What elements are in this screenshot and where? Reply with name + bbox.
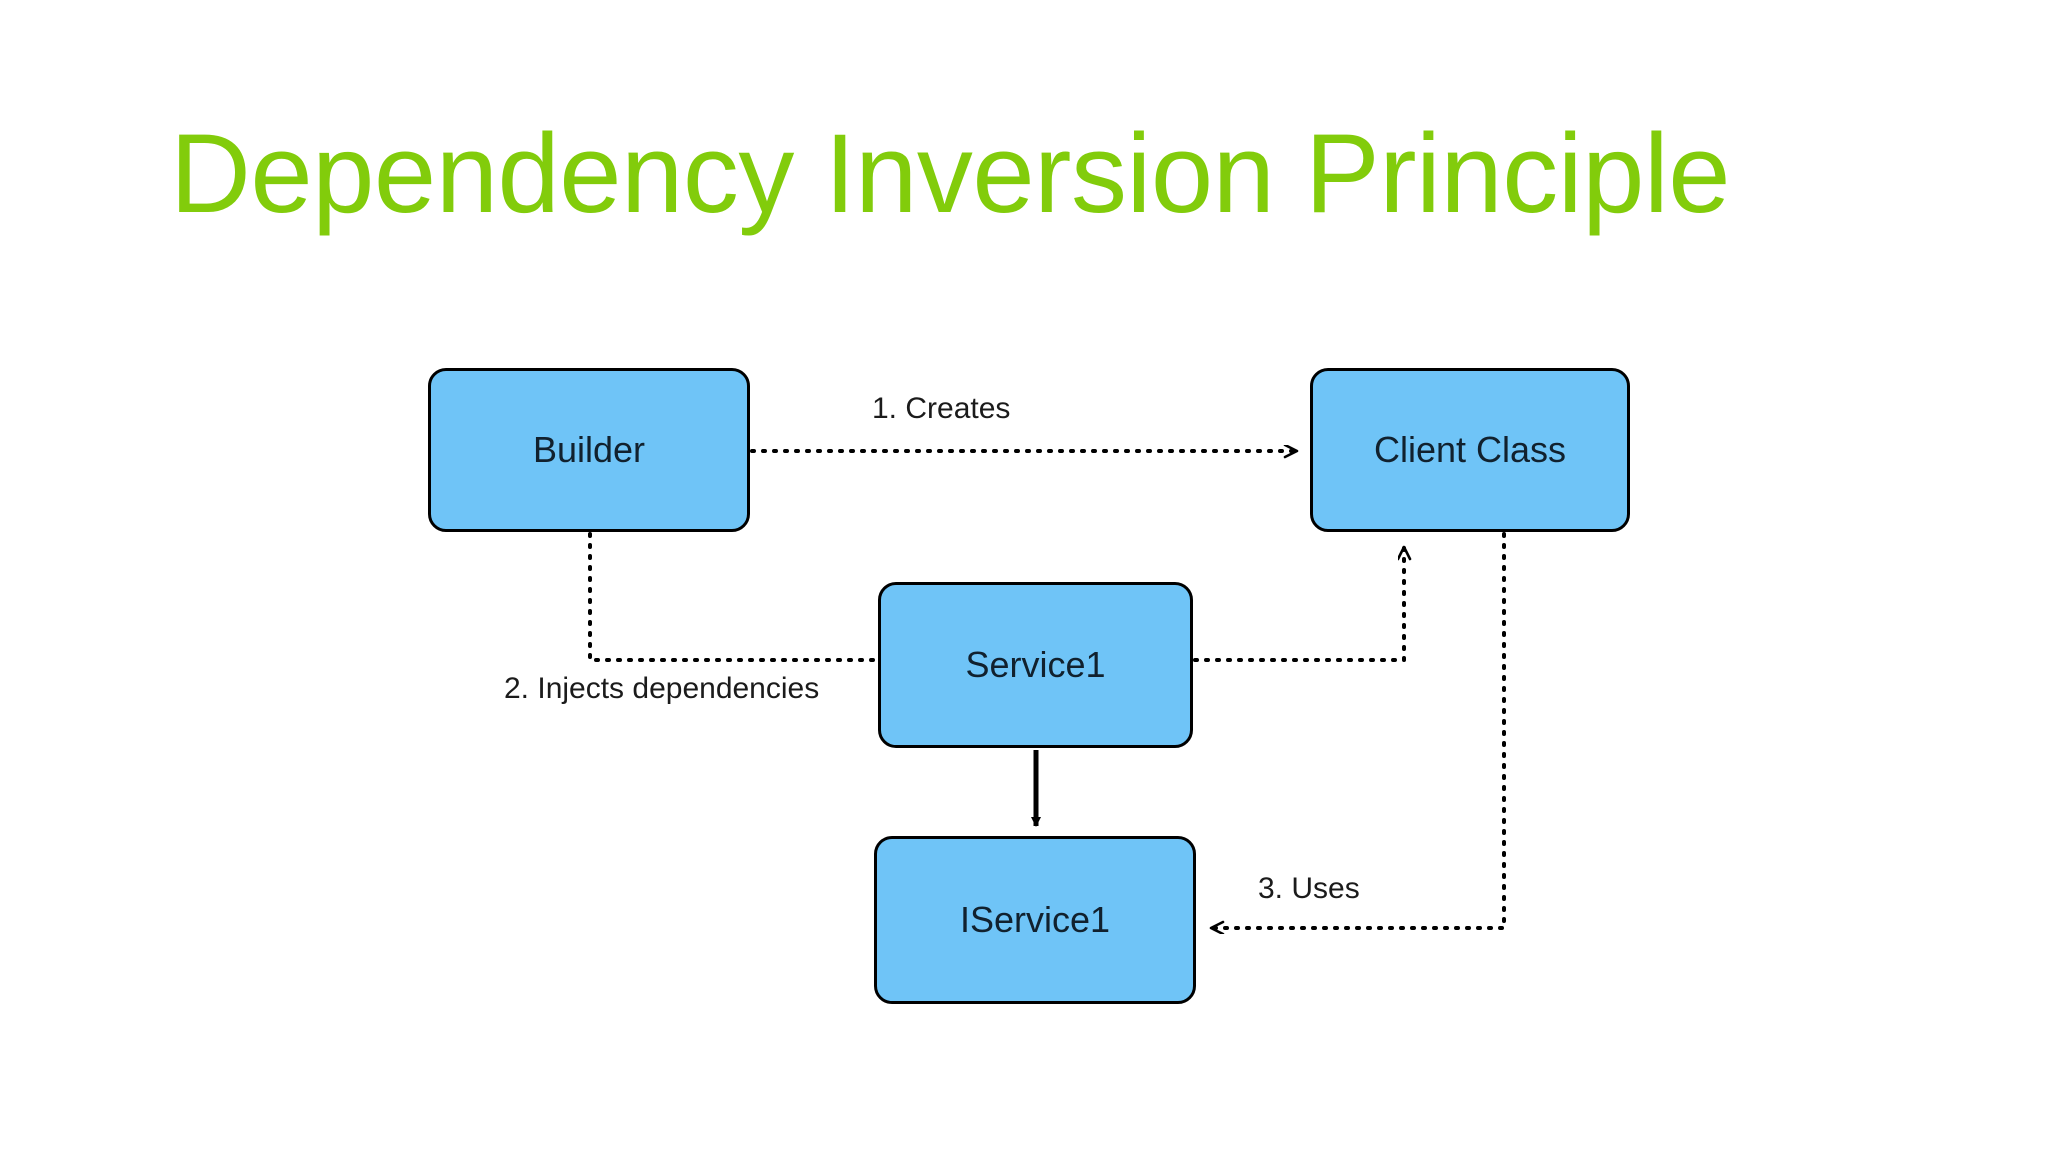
edge-label-injects: 2. Injects dependencies [504,672,820,705]
page-title: Dependency Inversion Principle [169,111,1731,236]
edge-uses-line [1212,532,1506,928]
edge-injects-line [588,532,878,662]
node-service1-label: Service1 [965,644,1106,685]
edge-provides-line [1193,548,1404,662]
node-iservice1-label: IService1 [959,899,1111,940]
edge-label-uses: 3. Uses [1258,872,1360,905]
edge-label-creates: 1. Creates [872,392,1011,425]
node-client-class[interactable]: Client Class [1310,368,1630,532]
node-builder[interactable]: Builder [428,368,750,532]
node-builder-label: Builder [532,429,646,470]
node-iservice1[interactable]: IService1 [874,836,1196,1004]
node-client-class-label: Client Class [1373,429,1567,470]
node-service1[interactable]: Service1 [878,582,1193,748]
